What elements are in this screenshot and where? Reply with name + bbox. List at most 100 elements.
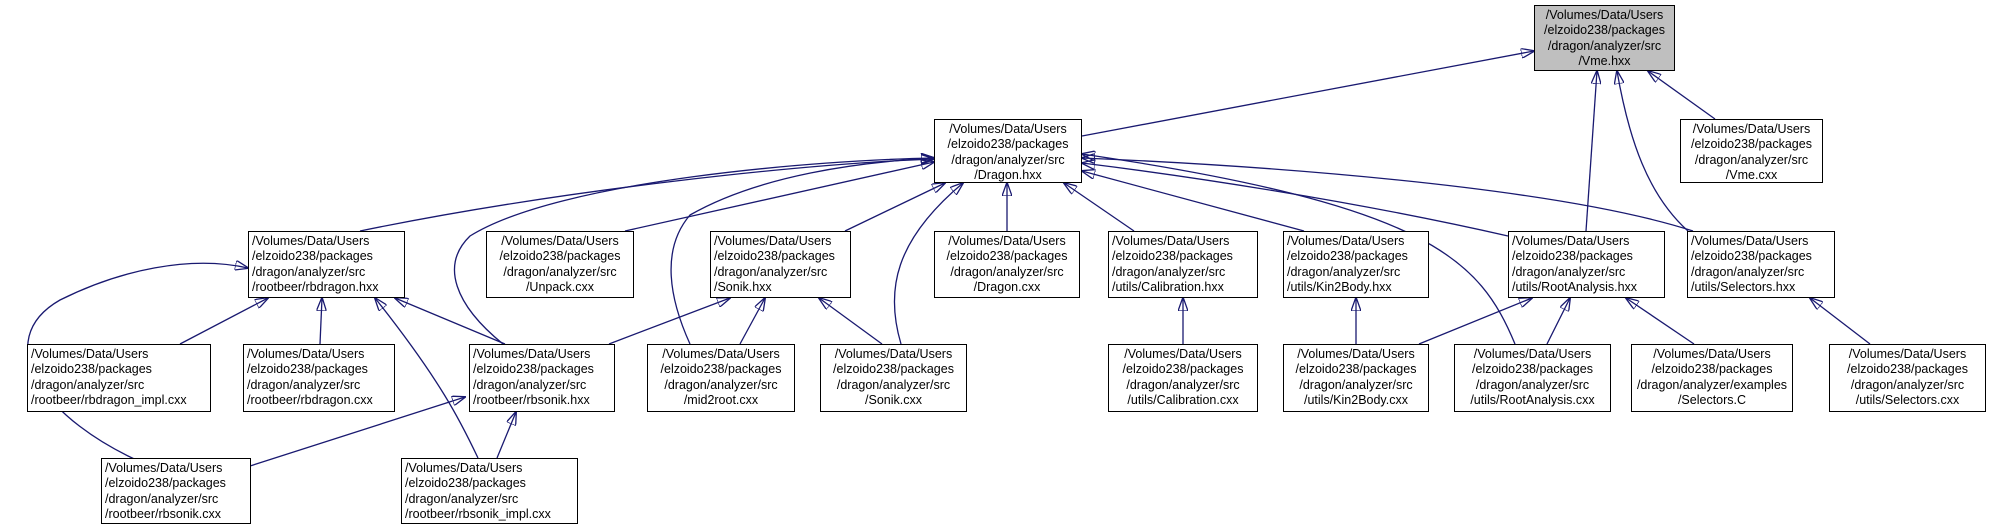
node-line: /dragon/analyzer/src bbox=[473, 377, 587, 392]
node-line: /Volumes/Data/Users bbox=[1545, 8, 1664, 22]
edge-kin2body-cxx-to-rootanalysis-hxx bbox=[1418, 298, 1532, 345]
node-rbdragon-hxx[interactable]: /Volumes/Data/Users /elzoido238/packages… bbox=[248, 231, 405, 298]
node-rbdragon-cxx[interactable]: /Volumes/Data/Users /elzoido238/packages… bbox=[243, 344, 395, 412]
node-kin2body-cxx[interactable]: /Volumes/Data/Users /elzoido238/packages… bbox=[1283, 344, 1429, 412]
edge-kin2body-hxx-to-dragon-hxx bbox=[1082, 171, 1305, 232]
node-line: /dragon/analyzer/src bbox=[951, 152, 1065, 167]
node-line: /dragon/analyzer/src bbox=[714, 264, 828, 279]
node-line: /Selectors.C bbox=[1677, 392, 1747, 407]
node-line: /Volumes/Data/Users bbox=[662, 347, 780, 361]
node-line: /elzoido238/packages bbox=[1512, 249, 1633, 264]
node-line: /utils/Selectors.hxx bbox=[1691, 279, 1796, 294]
node-line: /elzoido238/packages bbox=[833, 362, 954, 377]
node-mid2root-cxx[interactable]: /Volumes/Data/Users /elzoido238/packages… bbox=[647, 344, 795, 412]
node-line: /elzoido238/packages bbox=[1287, 249, 1408, 264]
edge-rootanalysis-cxx-to-rootanalysis-hxx bbox=[1546, 298, 1570, 345]
node-line: /Volumes/Data/Users bbox=[1653, 347, 1771, 361]
node-line: /dragon/analyzer/src bbox=[664, 377, 778, 392]
node-line: /dragon/analyzer/src bbox=[1287, 264, 1401, 279]
node-unpack-cxx[interactable]: /Volumes/Data/Users /elzoido238/packages… bbox=[486, 231, 634, 298]
node-line: /dragon/analyzer/src bbox=[503, 264, 617, 279]
node-line: /utils/Calibration.cxx bbox=[1127, 392, 1239, 407]
node-line: /Vme.hxx bbox=[1578, 53, 1631, 68]
edge-selectors-hxx-to-dragon-hxx bbox=[1082, 158, 1694, 232]
node-line: /Volumes/Data/Users bbox=[1512, 234, 1630, 248]
node-line: /utils/Kin2Body.cxx bbox=[1304, 392, 1408, 407]
edge-selectors-hxx-to-vme-hxx bbox=[1617, 71, 1689, 232]
node-line: /elzoido238/packages bbox=[1295, 362, 1417, 377]
node-line: /Volumes/Data/Users bbox=[31, 347, 149, 361]
node-line: /elzoido238/packages bbox=[405, 476, 526, 491]
edge-rbsonik-hxx-to-dragon-hxx bbox=[454, 158, 934, 345]
node-line: /utils/Selectors.cxx bbox=[1855, 392, 1960, 407]
edge-vme-cxx-to-vme-hxx bbox=[1648, 71, 1716, 120]
node-line: /elzoido238/packages bbox=[1472, 362, 1593, 377]
node-dragon-cxx[interactable]: /Volumes/Data/Users /elzoido238/packages… bbox=[934, 231, 1080, 298]
node-line: /elzoido238/packages bbox=[499, 249, 621, 264]
node-line: /dragon/analyzer/src bbox=[405, 491, 519, 506]
node-line: /dragon/analyzer/src bbox=[1547, 38, 1662, 53]
edge-rbsonik-hxx-to-sonik-hxx bbox=[608, 298, 730, 345]
node-line: /dragon/analyzer/src bbox=[836, 377, 951, 392]
node-line: /Volumes/Data/Users bbox=[252, 234, 370, 248]
node-line: /rootbeer/rbdragon.cxx bbox=[247, 392, 373, 407]
node-line: /dragon/analyzer/src bbox=[247, 377, 361, 392]
node-calibration-cxx[interactable]: /Volumes/Data/Users /elzoido238/packages… bbox=[1108, 344, 1258, 412]
node-vme-cxx[interactable]: /Volumes/Data/Users /elzoido238/packages… bbox=[1680, 119, 1823, 183]
edge-rbsonik-cxx-to-rbsonik-hxx bbox=[249, 397, 465, 467]
node-rbsonik-hxx[interactable]: /Volumes/Data/Users /elzoido238/packages… bbox=[469, 344, 615, 412]
node-line: /Volumes/Data/Users bbox=[1124, 347, 1242, 361]
node-selectors-c[interactable]: /Volumes/Data/Users /elzoido238/packages… bbox=[1631, 344, 1793, 412]
node-line: /Volumes/Data/Users bbox=[1691, 234, 1809, 248]
node-line: /dragon/analyzer/src bbox=[950, 264, 1064, 279]
edge-rbdragon-hxx-to-dragon-hxx bbox=[359, 159, 934, 232]
node-line: /utils/RootAnalysis.hxx bbox=[1512, 279, 1638, 294]
node-line: /elzoido238/packages bbox=[473, 362, 594, 377]
node-line: /elzoido238/packages bbox=[1847, 362, 1968, 377]
node-line: /Sonik.hxx bbox=[714, 279, 772, 294]
node-line: /dragon/analyzer/src bbox=[31, 377, 145, 392]
edge-rbsonik-hxx-to-rbdragon-hxx bbox=[395, 298, 506, 345]
node-line: /Volumes/Data/Users bbox=[1112, 234, 1230, 248]
edge-rootanalysis-hxx-to-dragon-hxx bbox=[1082, 163, 1509, 237]
node-line: /rootbeer/rbsonik_impl.cxx bbox=[405, 506, 551, 521]
node-sonik-cxx[interactable]: /Volumes/Data/Users /elzoido238/packages… bbox=[820, 344, 967, 412]
node-line: /Vme.cxx bbox=[1725, 167, 1778, 182]
node-line: /rootbeer/rbsonik.cxx bbox=[105, 506, 222, 521]
node-rbsonik-cxx[interactable]: /Volumes/Data/Users /elzoido238/packages… bbox=[101, 458, 251, 524]
node-kin2body-hxx[interactable]: /Volumes/Data/Users /elzoido238/packages… bbox=[1283, 231, 1429, 298]
node-line: /elzoido238/packages bbox=[31, 362, 152, 377]
node-line: /Volumes/Data/Users bbox=[949, 122, 1067, 136]
node-line: /elzoido238/packages bbox=[947, 137, 1069, 152]
node-calibration-hxx[interactable]: /Volumes/Data/Users /elzoido238/packages… bbox=[1108, 231, 1258, 298]
node-line: /Volumes/Data/Users bbox=[714, 234, 832, 248]
node-line: /dragon/analyzer/examples bbox=[1636, 377, 1788, 392]
node-selectors-cxx[interactable]: /Volumes/Data/Users /elzoido238/packages… bbox=[1829, 344, 1986, 412]
node-line: /Volumes/Data/Users bbox=[834, 347, 953, 361]
node-line: /mid2root.cxx bbox=[683, 392, 759, 407]
node-selectors-hxx[interactable]: /Volumes/Data/Users /elzoido238/packages… bbox=[1687, 231, 1835, 298]
node-line: /dragon/analyzer/src bbox=[1112, 264, 1226, 279]
node-line: /Volumes/Data/Users bbox=[1692, 122, 1811, 136]
node-rootanalysis-cxx[interactable]: /Volumes/Data/Users /elzoido238/packages… bbox=[1454, 344, 1611, 412]
node-line: /elzoido238/packages bbox=[1651, 362, 1773, 377]
node-line: /elzoido238/packages bbox=[1691, 137, 1812, 152]
node-line: /dragon/analyzer/src bbox=[1299, 377, 1413, 392]
node-dragon-hxx[interactable]: /Volumes/Data/Users /elzoido238/packages… bbox=[934, 119, 1082, 183]
node-line: /Unpack.cxx bbox=[525, 279, 595, 294]
node-line: /elzoido238/packages bbox=[660, 362, 782, 377]
node-line: /utils/Calibration.hxx bbox=[1112, 279, 1224, 294]
node-line: /dragon/analyzer/src bbox=[1126, 377, 1240, 392]
edge-sonik-cxx-to-dragon-hxx bbox=[893, 183, 963, 345]
edge-calibration-hxx-to-dragon-hxx bbox=[1064, 183, 1135, 232]
node-sonik-hxx[interactable]: /Volumes/Data/Users /elzoido238/packages… bbox=[710, 231, 851, 298]
node-line: /Volumes/Data/Users bbox=[1297, 347, 1415, 361]
node-rootanalysis-hxx[interactable]: /Volumes/Data/Users /elzoido238/packages… bbox=[1508, 231, 1665, 298]
node-line: /dragon/analyzer/src bbox=[1850, 377, 1965, 392]
node-line: /Volumes/Data/Users bbox=[1287, 234, 1405, 248]
node-rbsonik-impl-cxx[interactable]: /Volumes/Data/Users /elzoido238/packages… bbox=[401, 458, 578, 524]
node-line: /elzoido238/packages bbox=[1112, 249, 1233, 264]
node-rbdragon-impl-cxx[interactable]: /Volumes/Data/Users /elzoido238/packages… bbox=[27, 344, 211, 412]
node-line: /elzoido238/packages bbox=[1122, 362, 1244, 377]
